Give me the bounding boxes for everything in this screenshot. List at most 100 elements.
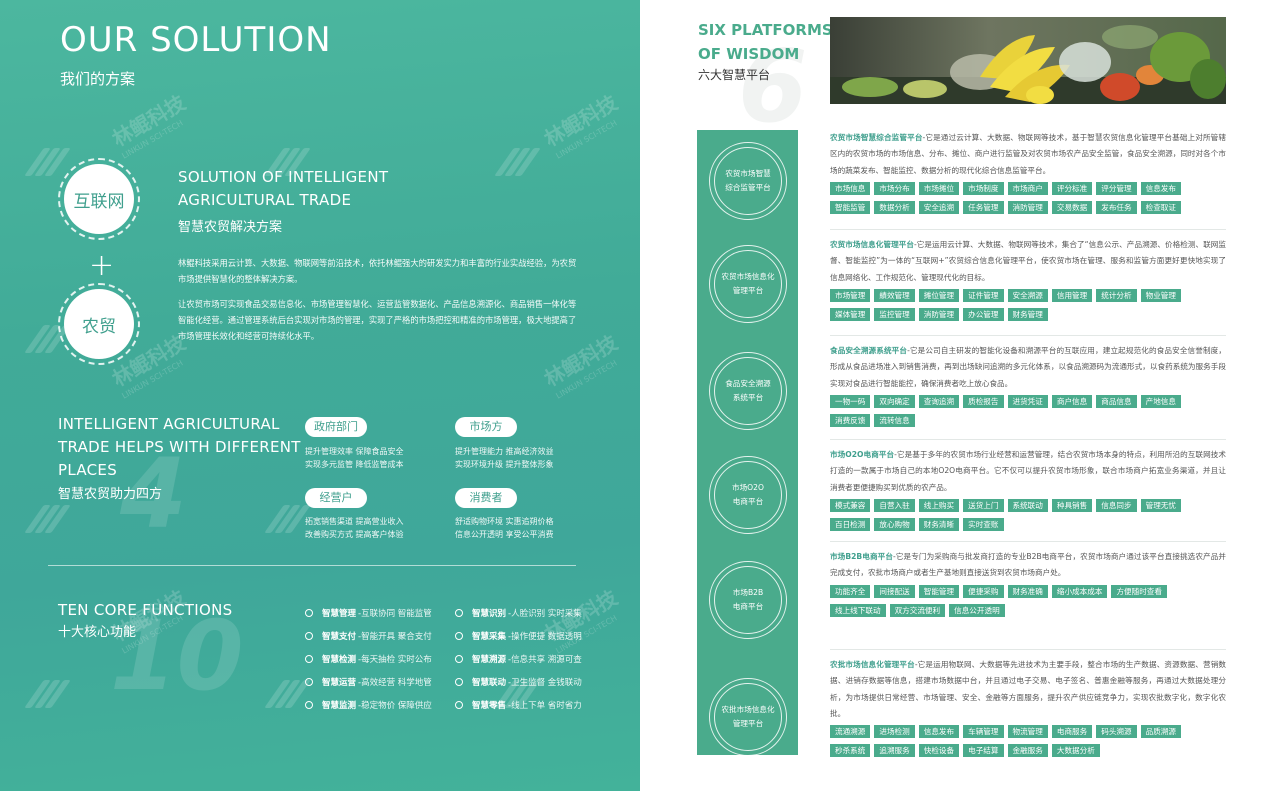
feature-tag: 市场分布 xyxy=(874,181,915,195)
big-number-6: 6 xyxy=(738,28,808,145)
agri-trade-label: 农贸 xyxy=(64,289,134,359)
core-function-desc: -互联协同 智能监管 xyxy=(358,609,432,619)
help-title-line2: TRADE HELPS WITH DIFFERENT xyxy=(58,438,301,456)
feature-tag: 消防管理 xyxy=(918,307,960,321)
feature-tag: 智能监管 xyxy=(830,200,871,214)
platforms-title: SIX PLATFORMS OF WISDOM xyxy=(698,18,833,66)
feature-tag: 产地信息 xyxy=(1140,394,1181,408)
feature-tag: 品质溯源 xyxy=(1140,725,1181,739)
feature-tag: 进场检测 xyxy=(874,725,915,739)
platform-ring: 食品安全溯源系统平台 xyxy=(709,352,787,430)
core-function-desc: -信息共享 溯源可查 xyxy=(508,655,582,665)
core-function-item: 智慧运营-高效经营 科学地管 xyxy=(305,676,432,688)
feature-tag: 物业管理 xyxy=(1140,288,1181,302)
platform-ring: 农贸市场智慧综合监管平台 xyxy=(709,142,787,220)
plus-icon: + xyxy=(89,248,115,283)
feature-tag: 便捷采购 xyxy=(963,584,1004,598)
ring-label-wrap: 食品安全溯源系统平台 xyxy=(725,377,771,405)
platform-tag-list: 流通溯源进场检测信息发布车辆管理物流管理电商服务码头溯源品质溯源秒杀系统追溯服务… xyxy=(830,725,1226,763)
platform-desc-text: -它是运用物联网、大数据等先进技术为主要手段，整合市场的生产数据、资源数据、营销… xyxy=(830,660,1226,718)
platform-separator xyxy=(830,229,1226,230)
feature-tag: 績效管理 xyxy=(874,288,915,302)
feature-tag: 自营入驻 xyxy=(874,498,915,512)
feature-tag: 追溯服务 xyxy=(874,744,915,758)
party-desc-line: 提升管理效率 保障食品安全 xyxy=(305,447,404,456)
feature-tag: 实时查账 xyxy=(963,517,1004,531)
bullet-circle-icon xyxy=(305,678,313,686)
platform-description: 市场O2O电商平台-它是基于多年的农贸市场行业经营和运营管理，结合农贸市场本身的… xyxy=(830,447,1226,496)
core-function-name: 智慧运营 xyxy=(322,678,357,688)
ring-label-line: 农贸市场智慧 xyxy=(725,169,771,178)
solution-paragraph-2: 让农贸市场可实现食品交易信息化、市场管理智慧化、运营监管数据化、产品信息溯源化、… xyxy=(178,299,577,341)
core-function-name: 智慧识别 xyxy=(472,609,507,619)
platform-desc-text: -它是运用云计算、大数据、物联网等技术，集合了“信息公示、产品溯源、价格检测、联… xyxy=(830,240,1227,282)
core-function-item: 智慧识别-人脸识别 实时采集 xyxy=(455,607,582,619)
feature-tag: 市场摊位 xyxy=(918,181,960,195)
page-subtitle: 我们的方案 xyxy=(60,70,136,88)
bullet-circle-icon xyxy=(455,609,463,617)
core-function-name: 智慧采集 xyxy=(472,632,507,642)
feature-tag: 信用管理 xyxy=(1051,288,1093,302)
feature-tag: 金融服务 xyxy=(1007,744,1048,758)
core-function-desc: -智能开具 聚合支付 xyxy=(358,632,432,642)
feature-tag: 消防管理 xyxy=(1007,200,1048,214)
core-function-desc: -稳定物价 保障供应 xyxy=(358,701,432,711)
party-merchant-pill: 经营户 xyxy=(305,488,367,508)
feature-tag: 秒杀系统 xyxy=(830,744,871,758)
feature-tag: 任务管理 xyxy=(963,200,1004,214)
help-title-line3: PLACES xyxy=(58,461,118,479)
party-consumer-desc: 舒适购物环境 实惠追朔价格 信息公开透明 享受公平消费 xyxy=(455,515,605,541)
bullet-circle-icon xyxy=(455,701,463,709)
core-functions-title: TEN CORE FUNCTIONS xyxy=(58,601,233,619)
feature-tag: 商户信息 xyxy=(1051,394,1093,408)
bullet-circle-icon xyxy=(305,655,313,663)
feature-tag: 交易数据 xyxy=(1051,200,1093,214)
platform-ring-label: 农贸市场信息化管理平台 xyxy=(714,250,782,318)
platform-description: 农贸市场信息化管理平台-它是运用云计算、大数据、物联网等技术，集合了“信息公示、… xyxy=(830,237,1226,286)
feature-tag: 送货上门 xyxy=(963,498,1004,512)
platform-separator xyxy=(830,649,1226,650)
platform-ring-label: 农批市场信息化管理平台 xyxy=(714,683,782,751)
feature-tag: 信息发布 xyxy=(1140,181,1181,195)
agri-trade-circle: 农贸 xyxy=(58,283,140,365)
platform-name: 市场O2O电商平台 xyxy=(830,450,895,459)
core-function-item: 智慧支付-智能开具 聚合支付 xyxy=(305,630,432,642)
feature-tag: 流转信息 xyxy=(874,413,915,427)
ring-label-wrap: 农批市场信息化管理平台 xyxy=(721,703,774,731)
core-function-name: 智慧溯源 xyxy=(472,655,507,665)
party-desc-line: 改善购买方式 提高客户体验 xyxy=(305,530,404,539)
feature-tag: 系统联动 xyxy=(1007,498,1048,512)
feature-tag: 财务管理 xyxy=(1007,307,1048,321)
party-market-pill: 市场方 xyxy=(455,417,517,437)
party-desc-line: 实现环境升级 提升整体形象 xyxy=(455,460,554,469)
internet-circle: 互联网 xyxy=(58,158,140,240)
solution-title-line1: SOLUTION OF INTELLIGENT xyxy=(178,168,389,186)
platforms-subtitle: 六大智慧平台 xyxy=(698,68,771,82)
platform-desc-text: -它是专门为采购商与批发商打造的专业B2B电商平台，农贸市场商户通过该平台直接挑… xyxy=(830,552,1226,578)
platform-block: 食品安全溯源系统平台-它是公司自主研发的智能化设备和溯源平台的互联应用，建立起规… xyxy=(830,343,1226,433)
core-function-name: 智慧管理 xyxy=(322,609,357,619)
feature-tag: 双向确定 xyxy=(874,394,915,408)
feature-tag: 快检设备 xyxy=(918,744,960,758)
feature-tag: 财务清晰 xyxy=(918,517,960,531)
party-market-desc: 提升管理能力 推高经济效益 实现环境升级 提升整体形象 xyxy=(455,445,605,471)
core-function-item: 智慧联动-卫生监督 金钱联动 xyxy=(455,676,582,688)
platform-name: 食品安全溯源系统平台 xyxy=(830,346,908,355)
feature-tag: 媒体管理 xyxy=(830,307,871,321)
ring-label-line: 农批市场信息化 xyxy=(721,705,775,714)
big-number-10: 10 xyxy=(110,600,244,712)
logo-mark-icon xyxy=(22,148,71,176)
help-title: INTELLIGENT AGRICULTURAL TRADE HELPS WIT… xyxy=(58,413,301,482)
ring-label-line: 电商平台 xyxy=(732,497,764,506)
feature-tag: 电子结算 xyxy=(963,744,1004,758)
platform-ring-label: 农贸市场智慧综合监管平台 xyxy=(714,147,782,215)
feature-tag: 安全追溯 xyxy=(918,200,960,214)
left-page: 林鲲科技 LINKUN SCI-TECH 林鲲科技 LINKUN SCI-TEC… xyxy=(0,0,640,791)
bullet-circle-icon xyxy=(455,632,463,640)
platform-block: 农贸市场智慧综合监管平台-它是通过云计算、大数据、物联网等技术，基于智慧农贸信息… xyxy=(830,130,1226,220)
feature-tag: 市场制度 xyxy=(963,181,1004,195)
feature-tag: 车辆管理 xyxy=(963,725,1004,739)
